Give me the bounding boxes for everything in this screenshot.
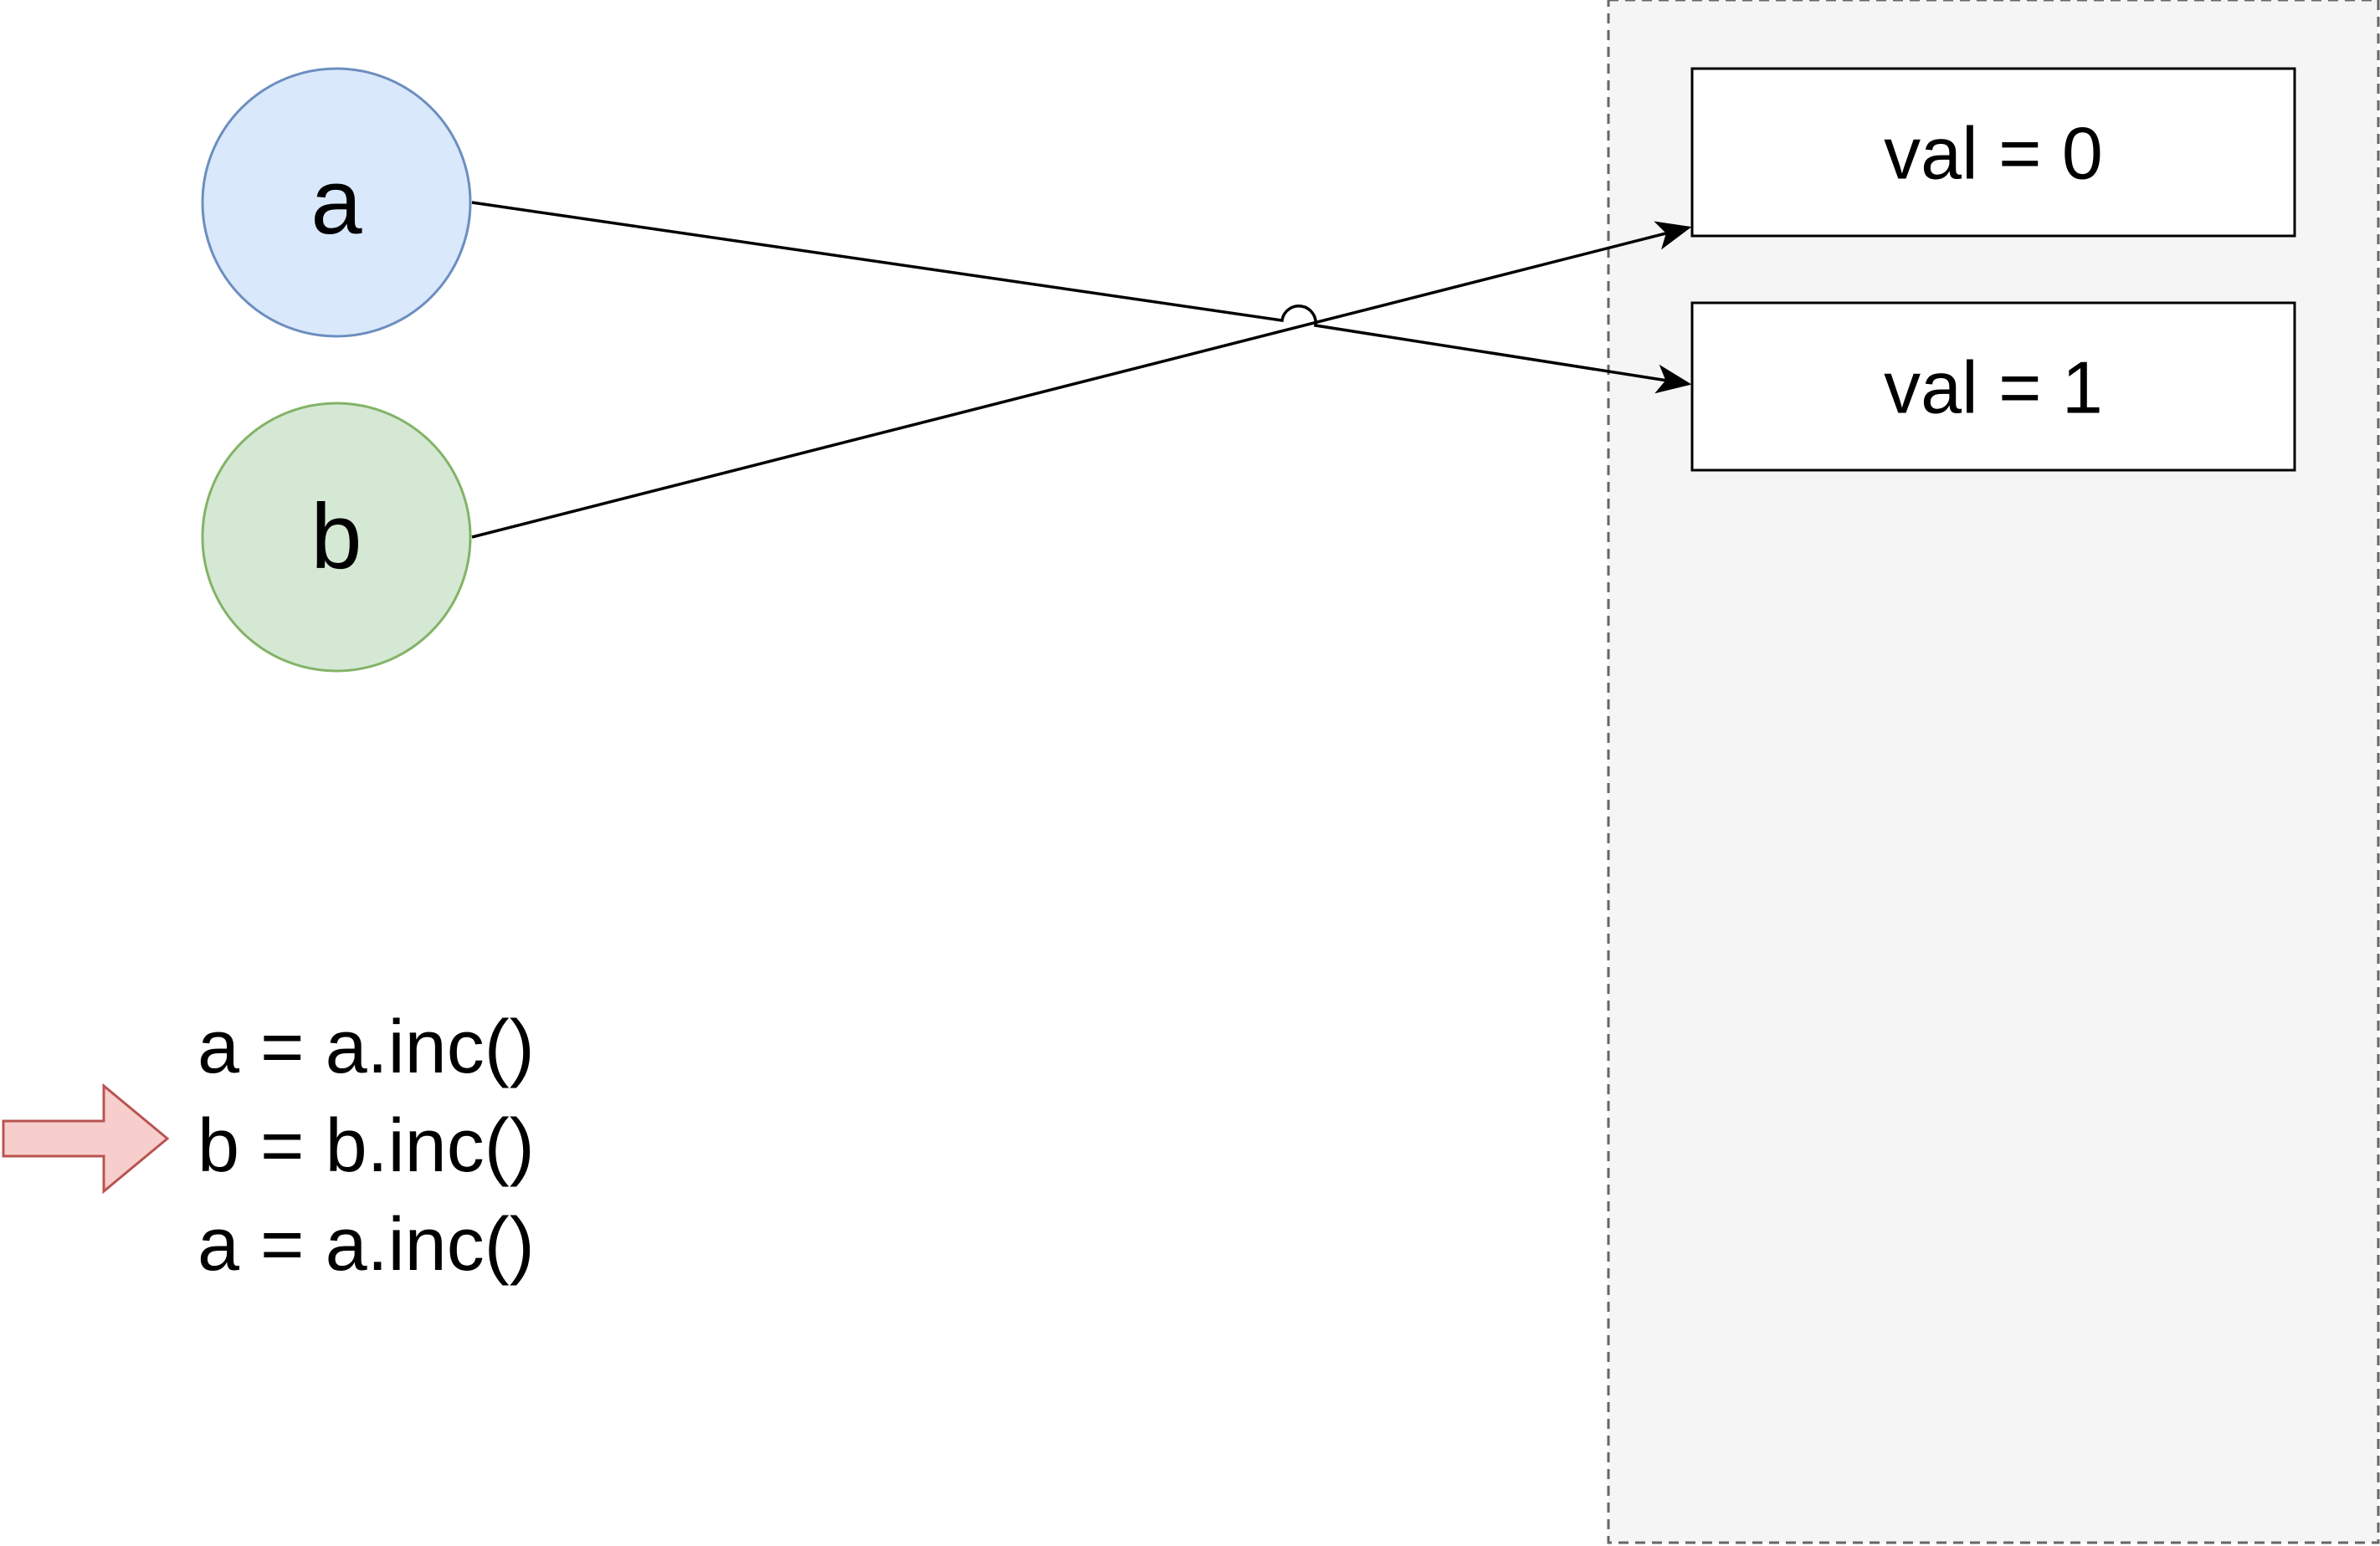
heap-object-0-label: val = 0 <box>1884 111 2103 194</box>
code-listing: a = a.inc() b = b.inc() a = a.inc() <box>197 1006 535 1287</box>
heap-object-0: val = 0 <box>1690 67 2296 238</box>
variable-a-label: a <box>310 151 362 253</box>
reference-arrow-b <box>471 221 1692 539</box>
heap-object-1: val = 1 <box>1690 301 2296 472</box>
variable-b-node: b <box>201 402 472 673</box>
code-line-1: a = a.inc() <box>197 1006 535 1089</box>
heap-object-1-label: val = 1 <box>1884 346 2103 428</box>
heap-region <box>1607 0 2380 1544</box>
variable-a-node: a <box>201 67 472 338</box>
current-line-pointer-arrow-icon <box>2 1083 170 1195</box>
code-line-2: b = b.inc() <box>197 1104 535 1188</box>
reference-arrow-a <box>471 201 1692 394</box>
code-line-3: a = a.inc() <box>197 1203 535 1287</box>
variable-b-label: b <box>310 485 362 588</box>
